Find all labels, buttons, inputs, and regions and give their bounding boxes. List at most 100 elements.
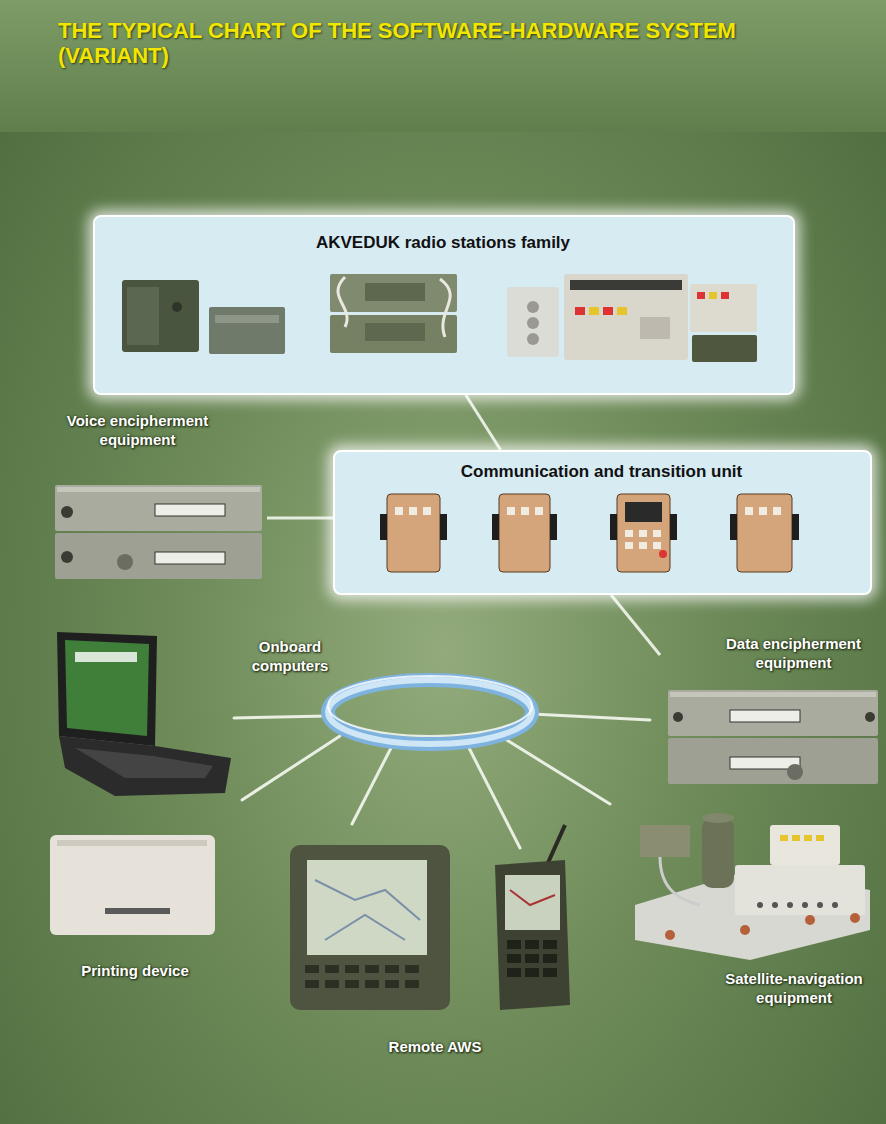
drawn-rect [617,494,670,572]
drawn-rect [770,825,840,865]
drawn-rect [721,292,729,299]
drawn-rect [690,284,757,332]
drawn-rect [639,542,647,549]
drawn-g [387,494,792,572]
drawn-rect [440,514,447,540]
drawn-rect [325,980,339,988]
drawn-rect [330,315,457,353]
drawn-rect [57,487,260,492]
drawn-rect [380,514,387,540]
drawn-rect [653,530,661,537]
drawn-rect [535,507,543,515]
drawn-rect [290,845,450,1010]
device-label: Voice encipherment equipment [45,412,230,450]
drawn-rect [385,965,399,973]
drawn-rect [122,280,199,352]
device-node: Voice encipherment equipment [45,412,267,587]
drawn-g [780,835,824,841]
drawn-rect [603,307,613,315]
group-box: Communication and transition unit [333,450,872,595]
drawn-circle [832,902,838,908]
drawn-rect [387,494,440,572]
device-node: Onboard computers [45,628,345,798]
drawn-path [660,857,700,905]
drawn-rect [759,507,767,515]
drawn-polygon [495,860,570,1010]
drawn-rect [525,954,539,963]
drawn-ellipse [702,813,734,823]
drawn-polygon [65,640,149,736]
drawn-circle [117,554,133,570]
drawn-line [532,714,650,720]
drawn-rect [307,860,427,955]
drawn-rect [325,965,339,973]
device-node: Printing device [45,830,225,1005]
drawn-line [234,716,328,718]
drawn-line [242,736,340,800]
drawn-rect [409,507,417,515]
drawn-rect [543,968,557,977]
drawn-rect [330,274,457,312]
connector [267,518,333,519]
drawn-rect [209,307,285,354]
drawn-polygon [57,632,157,746]
drawn-rect [55,533,262,579]
device-label: Satellite-navigation equipment [710,970,878,1008]
drawn-rect [345,965,359,973]
drawn-rect [385,980,399,988]
drawn-rect [668,738,878,784]
drawn-rect [155,552,225,564]
drawn-circle [527,317,539,329]
drawn-rect [505,875,560,930]
remote-aws-photo [285,820,585,1065]
drawn-rect [105,908,170,914]
drawn-rect [155,504,225,516]
drawn-circle [673,712,683,722]
drawn-rect [702,818,734,888]
connector-line [466,395,501,450]
drawn-circle [850,913,860,923]
drawn-rect [507,954,521,963]
device-node: Satellite-navigation equipment [630,810,882,1014]
drawn-rect [735,865,865,915]
drawn-rect [521,507,529,515]
drawn-circle [172,302,182,312]
drawn-rect [395,507,403,515]
drawn-rect [792,835,800,841]
drawn-rect [525,968,539,977]
drawn-line [352,746,392,824]
group-box: AKVEDUK radio stations family [93,215,795,395]
drawn-rect [670,692,876,697]
drawn-g [757,902,838,908]
drawn-circle [527,301,539,313]
drawn-rect [215,315,279,323]
drawn-ellipse [328,676,532,736]
drawn-rect [305,980,319,988]
connector [466,395,501,450]
drawn-rect [730,514,737,540]
drawn-rect [670,514,677,540]
drawn-rect [625,542,633,549]
drawn-rect [610,514,617,540]
drawn-rect [507,507,515,515]
title: THE TYPICAL CHART OF THE SOFTWARE-HARDWA… [58,18,748,69]
drawn-rect [589,307,599,315]
drawn-rect [57,840,207,846]
device-label: Remote AWS [335,1038,535,1057]
drawn-rect [365,980,379,988]
drawn-rect [697,292,705,299]
drawn-path [315,880,420,940]
drawn-rect [507,968,521,977]
connector [611,595,660,655]
drawn-circle [61,551,73,563]
drawn-rect [345,980,359,988]
drawn-rect [543,954,557,963]
drawn-rect [640,317,670,339]
drawn-g [380,502,799,540]
box-heading: Communication and transition unit [335,462,868,482]
drawn-rect [625,530,633,537]
drawn-rect [550,514,557,540]
spokes [234,714,650,848]
drawn-g [507,940,557,977]
drawn-rect [405,980,419,988]
